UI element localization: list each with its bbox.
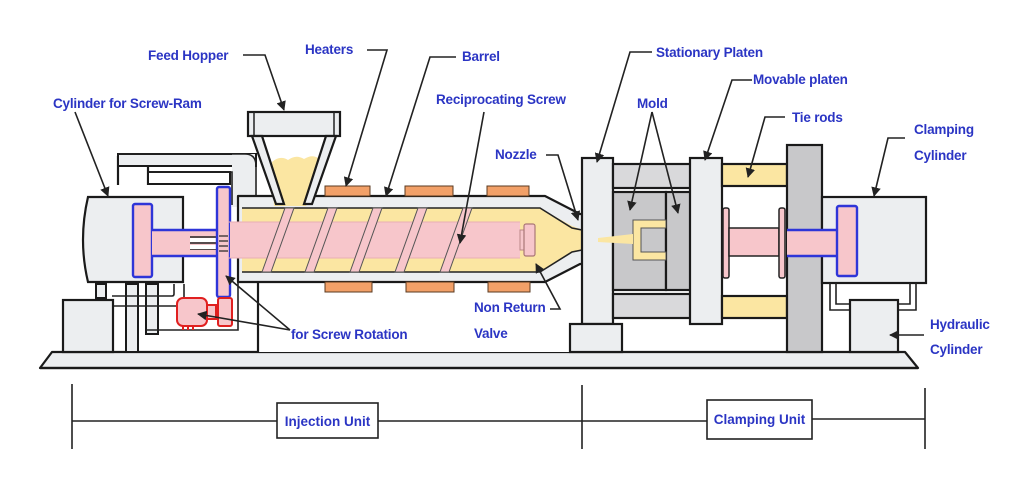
leader-lines — [74, 49, 924, 340]
label-clamping-cylinder-1: Clamping — [914, 122, 974, 137]
label-clamping-unit: Clamping Unit — [714, 412, 806, 427]
label-nozzle: Nozzle — [495, 147, 537, 162]
feed-hopper — [246, 110, 342, 206]
label-reciprocating-screw: Reciprocating Screw — [436, 92, 566, 107]
hydraulic-cylinder — [848, 298, 900, 354]
label-mold: Mold — [637, 96, 668, 111]
tie-rod-bottom — [720, 294, 789, 320]
label-hydraulic-2: Cylinder — [930, 342, 983, 357]
heaters — [324, 185, 531, 293]
ram-piston — [131, 202, 154, 279]
drive-gear — [215, 185, 232, 299]
platen-support — [568, 322, 624, 354]
clamping-unit-box — [706, 399, 813, 440]
label-movable-platen: Movable platen — [753, 72, 848, 87]
label-stationary-platen: Stationary Platen — [656, 45, 763, 60]
label-screw-rotation: for Screw Rotation — [291, 327, 407, 342]
label-injection-unit: Injection Unit — [285, 414, 371, 429]
rotation-motor — [176, 297, 233, 330]
hydraulic-pump-left — [61, 298, 115, 354]
reciprocating-screw — [228, 207, 536, 273]
label-barrel: Barrel — [462, 49, 500, 64]
label-clamping-cylinder-2: Cylinder — [914, 148, 967, 163]
label-non-return-1: Non Return — [474, 300, 546, 315]
label-non-return-2: Valve — [474, 326, 508, 341]
label-feed-hopper: Feed Hopper — [148, 48, 229, 63]
label-hydraulic-1: Hydraulic — [930, 317, 990, 332]
unit-dimension-lines — [71, 384, 926, 449]
machine-base — [38, 350, 920, 370]
injection-unit-box — [276, 402, 379, 439]
movable-platen — [688, 156, 724, 326]
clamp-piston — [835, 204, 859, 278]
label-cylinder-screw-ram: Cylinder for Screw-Ram — [53, 96, 202, 111]
tie-rod-top — [720, 162, 789, 188]
label-tie-rods: Tie rods — [792, 110, 843, 125]
label-heaters: Heaters — [305, 42, 353, 57]
